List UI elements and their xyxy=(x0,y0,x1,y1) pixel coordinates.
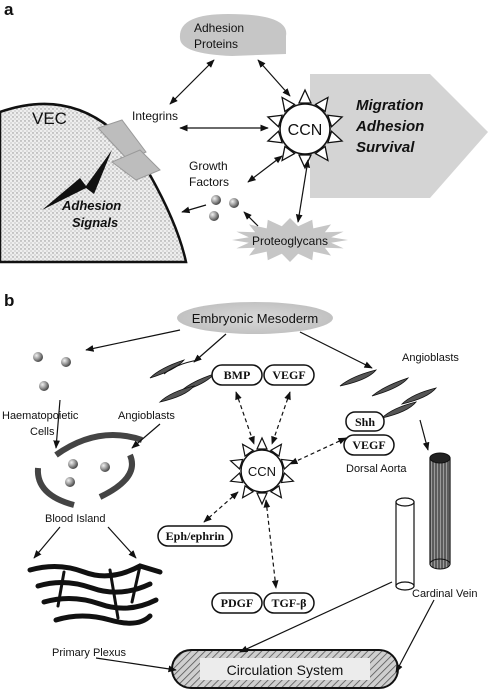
adhesion-signals-line2: Signals xyxy=(72,215,118,230)
ccn-ray xyxy=(266,114,284,128)
dorsal-aorta-label: Dorsal Aorta xyxy=(346,463,407,475)
proteoglycans-label: Proteoglycans xyxy=(252,234,328,248)
blood-island xyxy=(34,432,143,508)
haematopoietic-cell xyxy=(61,357,71,367)
ccn-ray xyxy=(326,130,344,144)
ccn-ray xyxy=(314,96,329,113)
ccn-ray xyxy=(266,130,284,144)
blood-island-label: Blood Island xyxy=(45,513,106,525)
ccn-ray xyxy=(269,484,283,499)
ccn-ray xyxy=(256,436,268,450)
ccn-ray xyxy=(281,96,296,113)
adhesion-proteins-line2: Proteins xyxy=(194,37,238,51)
growth-factor-ball xyxy=(211,195,221,205)
haematopoietic-cell xyxy=(39,381,49,391)
circulation-system-label: Circulation System xyxy=(227,662,344,678)
ccn-ray xyxy=(241,484,255,499)
outcome-adhesion: Adhesion xyxy=(355,118,424,135)
ccn-ray xyxy=(297,154,313,170)
shh-box: Shh xyxy=(345,411,385,432)
integrin-receptor xyxy=(97,119,161,181)
haematopoietic-cell xyxy=(33,352,43,362)
ccn-ray xyxy=(326,114,344,128)
embryonic-mesoderm-shape xyxy=(177,302,333,334)
embryonic-mesoderm-label: Embryonic Mesoderm xyxy=(192,311,318,326)
panel-a: a VEC Integrins Adhesion Signals Adhesio… xyxy=(0,0,488,264)
growth-factor-ball xyxy=(229,198,239,208)
panel-a-arrows xyxy=(169,59,311,227)
ccn-sun-b: CCN xyxy=(229,436,295,506)
bmp-box: BMP xyxy=(211,364,263,386)
growth-factor-ball xyxy=(209,211,219,221)
outcome-survival: Survival xyxy=(356,139,415,156)
integrins-label: Integrins xyxy=(132,109,178,123)
growth-factors-line1: Growth xyxy=(189,159,228,173)
panel-b-arrows xyxy=(33,329,435,673)
dorsal-aorta-vessel xyxy=(429,452,451,570)
ccn-ray xyxy=(281,145,296,162)
adhesion-proteins-shape xyxy=(179,14,287,56)
ccn-ray xyxy=(314,145,329,162)
pdgf-label: PDGF xyxy=(221,596,254,610)
ccn-ray xyxy=(297,88,313,104)
angioblast-group-left xyxy=(149,359,216,403)
adhesion-proteins-line1: Adhesion xyxy=(194,21,244,35)
primary-plexus xyxy=(27,563,163,626)
panel-b-dashed-arrows xyxy=(203,391,347,589)
adhesion-signals-line1: Adhesion xyxy=(61,198,121,213)
ccn-ray xyxy=(269,443,283,458)
angioblasts-right-label: Angioblasts xyxy=(402,352,459,364)
haematopoietic-line1: Haematopoietic xyxy=(2,410,79,422)
signal-bolt-icon xyxy=(42,150,112,210)
outcome-migration: Migration xyxy=(356,97,424,114)
vegf-box-top: VEGF xyxy=(263,364,315,386)
outcome-arrow xyxy=(310,74,488,198)
vegf-box-right: VEGF xyxy=(343,434,395,456)
tgf-beta-box: TGF-β xyxy=(263,592,315,614)
ccn-ray xyxy=(241,443,255,458)
circulation-system: Circulation System xyxy=(171,649,399,689)
cardinal-vein-vessel xyxy=(395,497,415,591)
angioblasts-left-label: Angioblasts xyxy=(118,410,175,422)
angioblast-group-right xyxy=(339,369,438,419)
ccn-label-b: CCN xyxy=(248,464,276,479)
eph-ephrin-label: Eph/ephrin xyxy=(166,529,225,543)
ccn-ray xyxy=(229,471,244,484)
proteoglycans-shape xyxy=(232,218,348,262)
tgf-beta-label: TGF-β xyxy=(272,596,307,610)
bmp-label: BMP xyxy=(224,368,251,382)
eph-ephrin-box: Eph/ephrin xyxy=(157,525,233,547)
haematopoietic-line2: Cells xyxy=(30,426,55,438)
vegf-right-label: VEGF xyxy=(352,438,385,452)
ccn-ray xyxy=(229,458,244,471)
shh-label: Shh xyxy=(355,415,375,429)
pdgf-box: PDGF xyxy=(211,592,263,614)
vegf-top-label: VEGF xyxy=(272,368,305,382)
vec-label: VEC xyxy=(32,109,67,128)
ccn-sun-a: CCN xyxy=(266,88,344,170)
panel-b-letter: b xyxy=(4,291,14,310)
growth-factors-line2: Factors xyxy=(189,175,229,189)
panel-a-letter: a xyxy=(4,0,14,19)
ccn-ray xyxy=(256,492,268,506)
primary-plexus-label: Primary Plexus xyxy=(52,647,126,659)
panel-b: b Embryonic Mesoderm Haematopoietic Cell… xyxy=(2,291,477,689)
cardinal-vein-label: Cardinal Vein xyxy=(412,588,477,600)
ccn-ray xyxy=(280,471,295,484)
ccn-label-a: CCN xyxy=(288,122,323,139)
